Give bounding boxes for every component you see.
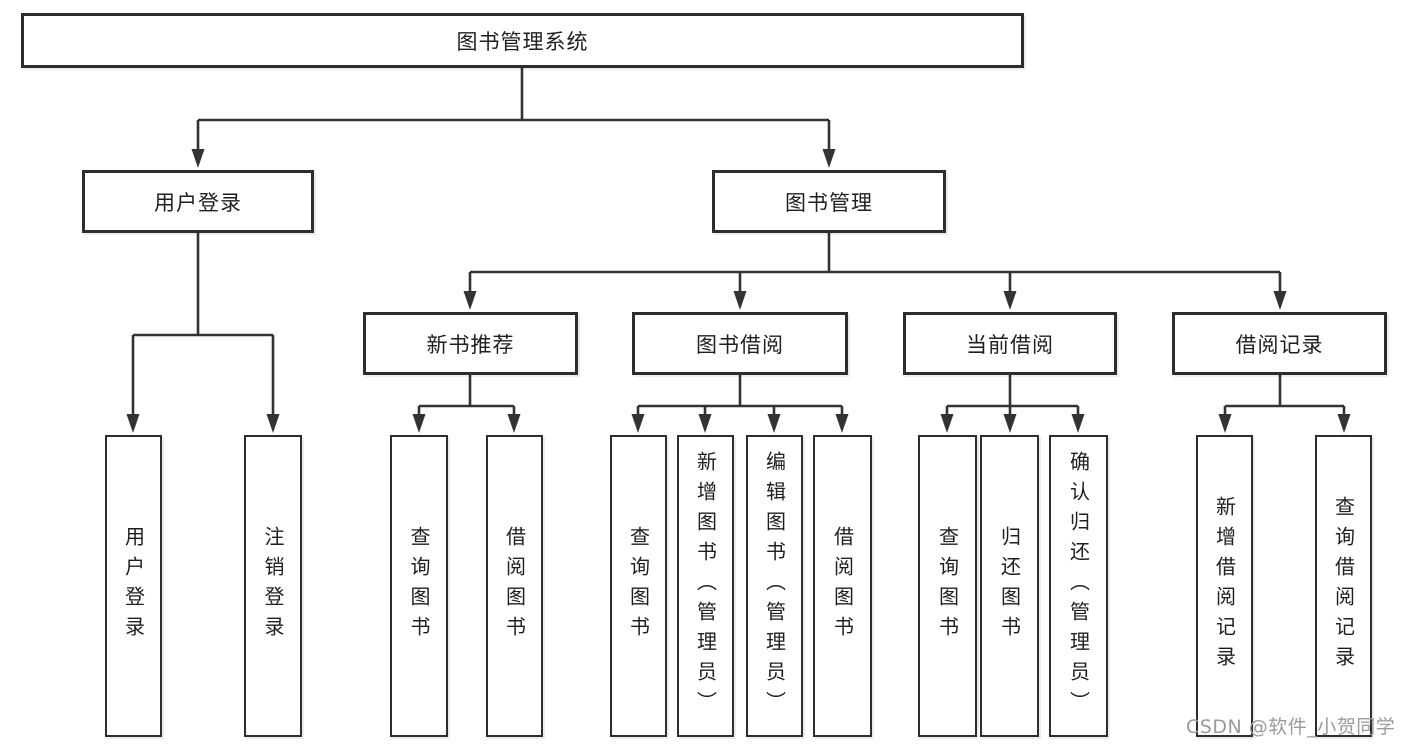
node-book-borrow-label: 图书借阅 [696, 332, 784, 357]
leaf-add-books-admin: 新增图书（管理员） [677, 435, 734, 737]
leaf-query-books-recommend-label: 查询图书 [407, 526, 431, 646]
leaf-query-books-borrow-label: 查询图书 [626, 526, 651, 646]
leaf-user-login-label: 用户登录 [121, 526, 146, 646]
leaf-return-books-label: 归还图书 [997, 526, 1022, 646]
leaf-query-books-borrow: 查询图书 [610, 435, 667, 737]
leaf-query-books-current-label: 查询图书 [935, 526, 960, 646]
leaf-confirm-return-admin-label: 确认归还（管理员） [1066, 451, 1091, 721]
node-borrow-records-label: 借阅记录 [1235, 332, 1324, 357]
node-user-login: 用户登录 [82, 170, 314, 233]
leaf-query-borrow-record-label: 查询借阅记录 [1331, 496, 1356, 676]
leaf-borrow-books-label: 借阅图书 [830, 526, 855, 646]
node-current-borrow: 当前借阅 [903, 312, 1117, 375]
leaf-return-books: 归还图书 [980, 435, 1039, 737]
leaf-logout: 注销登录 [244, 435, 302, 737]
leaf-user-login: 用户登录 [105, 435, 162, 737]
leaf-query-books-current: 查询图书 [918, 435, 977, 737]
node-root-label: 图书管理系统 [456, 29, 589, 54]
node-root-system: 图书管理系统 [21, 13, 1024, 68]
node-book-management: 图书管理 [712, 170, 946, 233]
node-current-borrow-label: 当前借阅 [966, 332, 1054, 357]
leaf-add-books-admin-label: 新增图书（管理员） [693, 451, 718, 721]
leaf-borrow-books-recommend-label: 借阅图书 [502, 526, 527, 646]
leaf-add-borrow-record: 新增借阅记录 [1196, 435, 1253, 737]
leaf-borrow-books-recommend: 借阅图书 [486, 435, 543, 737]
csdn-watermark: CSDN @软件_小贺同学 [1186, 716, 1396, 738]
leaf-borrow-books: 借阅图书 [813, 435, 872, 737]
leaf-edit-books-admin-label: 编辑图书（管理员） [762, 451, 787, 721]
node-new-book-recommend: 新书推荐 [363, 312, 578, 375]
leaf-query-books-recommend: 查询图书 [390, 435, 448, 737]
leaf-query-borrow-record: 查询借阅记录 [1315, 435, 1372, 737]
leaf-add-borrow-record-label: 新增借阅记录 [1212, 496, 1237, 676]
node-borrow-records: 借阅记录 [1172, 312, 1387, 375]
node-book-borrow: 图书借阅 [632, 312, 848, 375]
node-book-management-label: 图书管理 [785, 190, 873, 215]
leaf-logout-label: 注销登录 [261, 526, 285, 646]
node-new-book-recommend-label: 新书推荐 [426, 332, 515, 357]
leaf-confirm-return-admin: 确认归还（管理员） [1049, 435, 1108, 737]
node-user-login-label: 用户登录 [154, 190, 242, 215]
leaf-edit-books-admin: 编辑图书（管理员） [746, 435, 803, 737]
